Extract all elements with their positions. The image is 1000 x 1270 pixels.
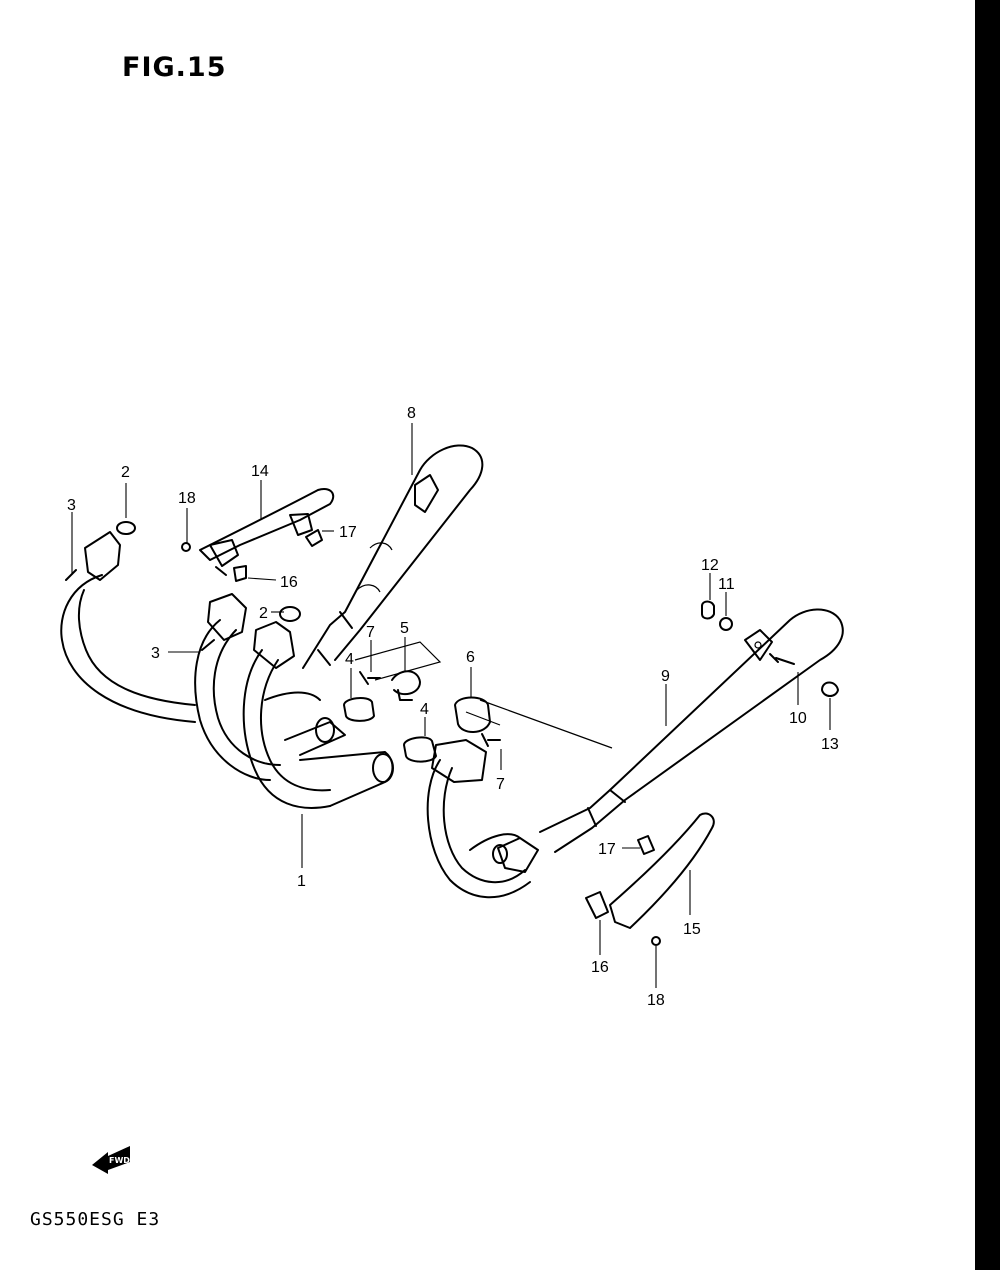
callout-5: 5 [400, 620, 409, 637]
callout-6: 6 [466, 649, 475, 666]
callout-18: 18 [178, 490, 196, 507]
callout-3: 3 [67, 497, 76, 514]
callout-14: 14 [251, 463, 269, 480]
callout-labels: 2 3 18 14 17 16 2 3 8 7 5 4 4 6 7 1 9 12… [67, 405, 839, 1009]
scan-border [975, 0, 1000, 1270]
callout-2: 2 [259, 605, 268, 622]
exhaust-diagram: FWD 2 3 18 14 17 16 2 3 [60, 405, 844, 1174]
fwd-label: FWD [109, 1156, 130, 1165]
fwd-arrow-icon: FWD [92, 1146, 130, 1174]
heat-shield-right [585, 812, 715, 946]
callout-16: 16 [591, 959, 609, 976]
callout-4: 4 [420, 701, 429, 718]
callout-9: 9 [661, 668, 670, 685]
callout-17: 17 [598, 841, 616, 858]
small-parts-left [65, 529, 501, 763]
heat-shield-left [199, 488, 335, 576]
muffler-left [302, 444, 484, 669]
exhaust-pipe-right-assembly [426, 699, 613, 899]
callout-7: 7 [366, 624, 375, 641]
exhaust-pipe-left-assembly [60, 521, 394, 809]
callout-17: 17 [339, 524, 357, 541]
callout-3: 3 [151, 645, 160, 662]
figure-title: FIG.15 [122, 52, 227, 83]
callout-18: 18 [647, 992, 665, 1009]
muffler-right [539, 608, 844, 853]
callout-15: 15 [683, 921, 701, 938]
callout-2: 2 [121, 464, 130, 481]
callout-8: 8 [407, 405, 416, 422]
callout-1: 1 [297, 873, 306, 890]
callout-10: 10 [789, 710, 807, 727]
callout-7: 7 [496, 776, 505, 793]
small-parts-right [701, 600, 839, 697]
model-code: GS550ESG E3 [30, 1209, 161, 1230]
callout-12: 12 [701, 557, 719, 574]
leader-lines [71, 423, 831, 988]
callout-4: 4 [345, 651, 354, 668]
callout-16: 16 [280, 574, 298, 591]
callout-13: 13 [821, 736, 839, 753]
callout-11: 11 [718, 576, 735, 593]
